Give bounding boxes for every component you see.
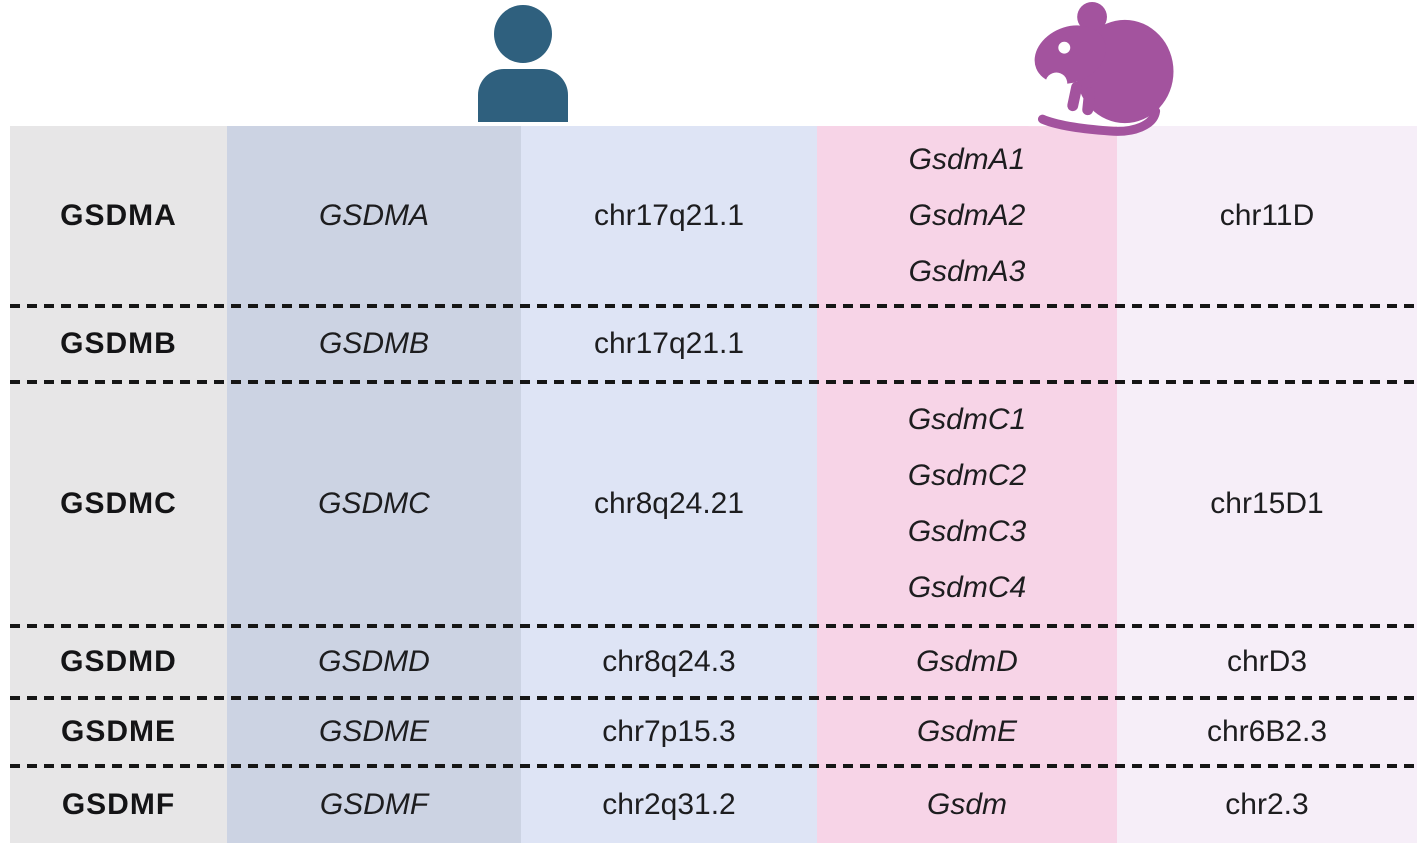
mouse-chromosome-label: chr6B2.3 [1206, 715, 1328, 748]
family-cell-gsdma: GSDMA [10, 126, 227, 306]
mouse-chromosome-label: chr15D1 [1210, 487, 1324, 520]
human-chromosome-cell-gsdme: chr7p15.3 [521, 698, 817, 766]
human-gene-label: GSDMA [318, 199, 429, 232]
human-gene-cell-gsdmc: GSDMC [227, 382, 521, 626]
mouse-gene-label: GsdmA1 [908, 143, 1026, 176]
human-gene-cell-gsdmd: GSDMD [227, 626, 521, 698]
mouse-chromosome-cell-gsdmf: chr2.3 [1117, 766, 1417, 843]
human-gene-label: GSDMF [319, 787, 429, 821]
family-cell-gsdmb: GSDMB [10, 306, 227, 382]
mouse-gene-label: GsdmC4 [907, 571, 1027, 604]
row-divider [10, 696, 1417, 700]
human-chromosome-label: chr8q24.21 [593, 487, 745, 520]
human-chromosome-label: chr2q31.2 [602, 787, 736, 821]
mouse-gene-label: GsdmC2 [907, 459, 1027, 492]
row-divider [10, 764, 1417, 768]
mouse-chromosome-cell-gsdmb-empty [1117, 306, 1417, 382]
human-gene-cell-gsdme: GSDME [227, 698, 521, 766]
mouse-genes-cell-gsdmb-empty [817, 306, 1117, 382]
family-label: GSDMC [60, 487, 177, 520]
mouse-gene-label: GsdmC3 [907, 515, 1027, 548]
mouse-genes-cell-gsdmc: GsdmC1 GsdmC2 GsdmC3 GsdmC4 [817, 382, 1117, 626]
human-gene-cell-gsdmf: GSDMF [227, 766, 521, 843]
mouse-gene-label: Gsdm [926, 787, 1007, 821]
mouse-gene-label: GsdmA3 [908, 255, 1026, 288]
mouse-chromosome-cell-gsdmc: chr15D1 [1117, 382, 1417, 626]
mouse-genes-cell-gsdmf: Gsdm [817, 766, 1117, 843]
family-label: GSDMB [60, 327, 177, 360]
family-cell-gsdme: GSDME [10, 698, 227, 766]
row-divider [10, 304, 1417, 308]
human-gene-cell-gsdmb: GSDMB [227, 306, 521, 382]
human-chromosome-label: chr8q24.3 [602, 645, 736, 678]
mouse-icon [1028, 2, 1174, 136]
human-chromosome-label: chr17q21.1 [593, 199, 745, 232]
mouse-genes-cell-gsdma: GsdmA1 GsdmA2 GsdmA3 [817, 126, 1117, 306]
family-cell-gsdmc: GSDMC [10, 382, 227, 626]
human-chromosome-label: chr17q21.1 [593, 327, 745, 360]
mouse-chromosome-label: chrD3 [1226, 645, 1308, 678]
mouse-genes-cell-gsdmd: GsdmD [817, 626, 1117, 698]
human-chromosome-cell-gsdma: chr17q21.1 [521, 126, 817, 306]
mouse-chromosome-cell-gsdmd: chrD3 [1117, 626, 1417, 698]
mouse-gene-label: GsdmE [916, 715, 1018, 748]
person-icon [478, 5, 568, 122]
family-cell-gsdmd: GSDMD [10, 626, 227, 698]
human-chromosome-cell-gsdmf: chr2q31.2 [521, 766, 817, 843]
mouse-gene-label: GsdmA2 [908, 199, 1026, 232]
mouse-chromosome-cell-gsdma: chr11D [1117, 126, 1417, 306]
mouse-header [1028, 2, 1178, 139]
row-divider [10, 624, 1417, 628]
row-divider [10, 380, 1417, 384]
family-label: GSDMD [60, 645, 177, 678]
human-chromosome-cell-gsdmb: chr17q21.1 [521, 306, 817, 382]
family-label: GSDMA [60, 199, 177, 232]
mouse-gene-label: GsdmD [916, 645, 1018, 678]
mouse-chromosome-label: chr2.3 [1225, 787, 1309, 821]
gasdermin-comparison-table: GSDMA GSDMA chr17q21.1 GsdmA1 GsdmA2 Gsd… [10, 126, 1417, 843]
human-chromosome-cell-gsdmd: chr8q24.3 [521, 626, 817, 698]
mouse-chromosome-cell-gsdme: chr6B2.3 [1117, 698, 1417, 766]
human-gene-label: GSDME [318, 715, 429, 748]
family-cell-gsdmf: GSDMF [10, 766, 227, 843]
human-chromosome-label: chr7p15.3 [602, 715, 736, 748]
human-header [473, 3, 573, 122]
mouse-gene-label: GsdmC1 [907, 403, 1027, 436]
human-gene-label: GSDMB [318, 327, 429, 360]
human-gene-label: GSDMD [318, 645, 430, 678]
mouse-chromosome-label: chr11D [1219, 199, 1315, 232]
human-chromosome-cell-gsdmc: chr8q24.21 [521, 382, 817, 626]
family-label: GSDME [60, 715, 176, 748]
mouse-genes-cell-gsdme: GsdmE [817, 698, 1117, 766]
family-label: GSDMF [61, 787, 176, 821]
human-gene-label: GSDMC [318, 487, 430, 520]
human-gene-cell-gsdma: GSDMA [227, 126, 521, 306]
